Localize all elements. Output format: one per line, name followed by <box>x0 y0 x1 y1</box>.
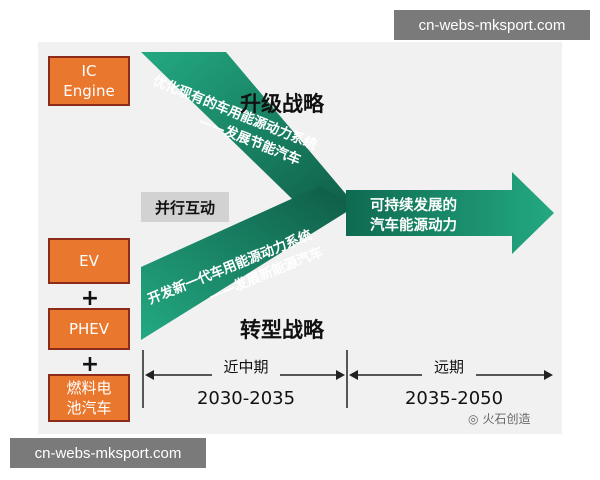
fuel-cell-line1: 燃料电 <box>66 379 112 397</box>
parallel-interaction-label: 并行互动 <box>141 192 229 222</box>
mid-term-label: 近中期 <box>212 356 280 377</box>
transform-strategy-title: 转型战略 <box>240 318 324 342</box>
upgrade-strategy-title: 升级战略 <box>240 92 324 116</box>
brand-logo-text: 火石创造 <box>482 412 531 426</box>
mid-term-arrow-right <box>336 370 345 380</box>
fuel-cell-box: 燃料电 池汽车 <box>48 374 130 422</box>
phev-label: PHEV <box>68 320 110 338</box>
ic-engine-line1: IC <box>81 62 97 80</box>
ev-label: EV <box>79 252 99 270</box>
wechat-icon: ◎ <box>468 411 479 426</box>
plus-sign-1: + <box>80 286 100 311</box>
long-term-years: 2035-2050 <box>404 388 504 409</box>
result-line2: 汽车能源动力 <box>370 216 457 234</box>
transform-arrow <box>141 186 356 340</box>
long-term-arrow-right <box>544 370 553 380</box>
fuel-cell-line2: 池汽车 <box>66 399 112 417</box>
phev-box: PHEV <box>48 308 130 350</box>
upgrade-arrow <box>141 52 356 226</box>
brand-logo: ◎ 火石创造 <box>468 410 531 427</box>
ev-box: EV <box>48 238 130 284</box>
mid-term-arrow-left <box>145 370 154 380</box>
mid-term-years: 2030-2035 <box>196 388 296 409</box>
ic-engine-box: IC Engine <box>48 56 130 106</box>
long-term-arrow-left <box>349 370 358 380</box>
result-line1: 可持续发展的 <box>370 196 457 214</box>
plus-sign-2: + <box>80 352 100 377</box>
long-term-label: 远期 <box>422 356 476 377</box>
ic-engine-line2: Engine <box>63 82 115 100</box>
watermark-top: cn-webs-mksport.com <box>394 10 590 40</box>
result-arrow <box>346 172 554 254</box>
watermark-bottom: cn-webs-mksport.com <box>10 438 206 468</box>
